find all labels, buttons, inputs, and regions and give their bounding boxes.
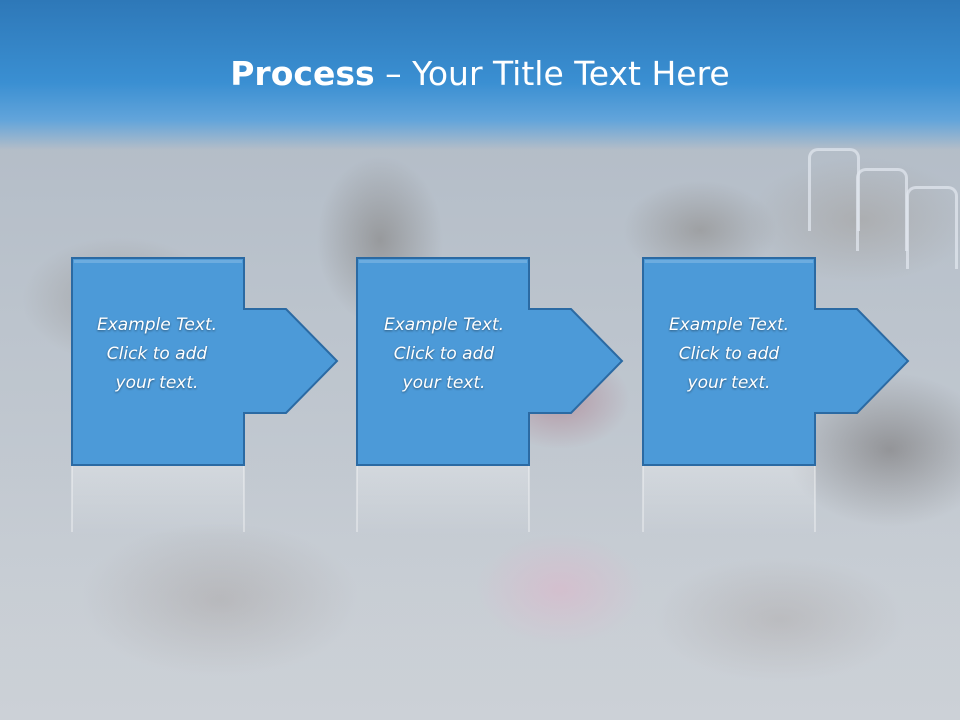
step-reflection [356,466,530,536]
step-highlight [359,260,527,263]
railing-shape [906,186,958,269]
step-text-line: Click to add [393,344,495,364]
step-text-line: Example Text. [383,315,505,335]
step-3-text[interactable]: Example Text. Click to add your text. [644,311,814,398]
slide-title[interactable]: Process – Your Title Text Here [0,52,960,96]
step-text-line: your text. [115,373,199,393]
step-highlight [74,260,242,263]
title-bold-text: Process [230,54,375,93]
step-text-line: Example Text. [96,315,218,335]
title-rest-text: – Your Title Text Here [374,54,730,93]
step-reflection [71,466,245,536]
step-text-line: Click to add [106,344,208,364]
title-bar [0,0,960,150]
step-highlight [645,260,813,263]
step-reflection [642,466,816,536]
process-step-shape[interactable] [642,257,910,466]
step-2-text[interactable]: Example Text. Click to add your text. [359,311,529,398]
step-text-line: Example Text. [668,315,790,335]
step-text-line: Click to add [678,344,780,364]
step-text-line: your text. [687,373,771,393]
step-1-text[interactable]: Example Text. Click to add your text. [72,311,242,398]
step-text-line: your text. [402,373,486,393]
process-step-shape[interactable] [71,257,339,466]
process-step-shape[interactable] [356,257,624,466]
